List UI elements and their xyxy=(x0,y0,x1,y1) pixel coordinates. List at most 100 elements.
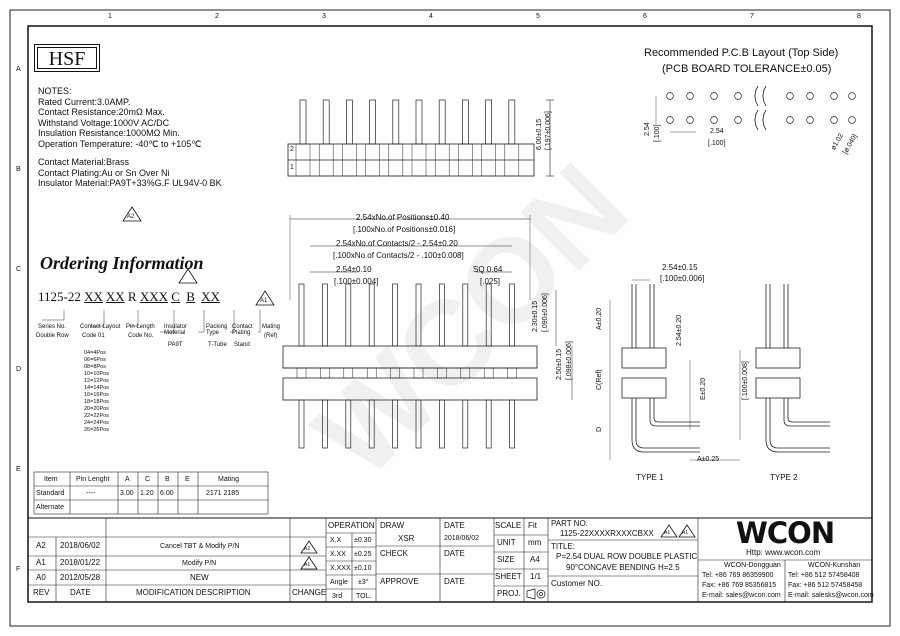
pcb-hole xyxy=(686,92,694,100)
sheet-label: SHEET xyxy=(495,572,522,581)
rev-row-rev: A1 xyxy=(36,558,46,567)
frame-col-label: 1 xyxy=(108,13,112,20)
front-view-pin-tail xyxy=(322,399,328,449)
note-line: Insulation Resistance:1000MΩ Min. xyxy=(38,128,180,138)
front-view-pin-gap xyxy=(343,367,354,379)
title-label: TITLE: xyxy=(551,542,576,551)
dim-table-cell: 3.00 xyxy=(120,490,134,497)
front-view-pin-gap xyxy=(366,367,377,379)
pcb-hole xyxy=(830,92,838,100)
front-view-pin xyxy=(415,283,422,347)
front-view-pin xyxy=(439,283,445,347)
front-view-pin-tail xyxy=(345,399,352,449)
front-dim-sq-in: [.025] xyxy=(480,277,501,286)
front-dim-contacts-in: [.100xNo.of Contacts/2 - .100±0.008] xyxy=(333,251,464,260)
top-view-pin xyxy=(346,99,353,145)
ordering-label-sub: Code 01 xyxy=(82,333,105,339)
pcb-dim-pitch: 2.54 xyxy=(710,128,724,135)
rev-header-date: DATE xyxy=(70,588,91,597)
pcb-break-mark xyxy=(754,109,767,131)
frame-col-label: 4 xyxy=(429,13,433,20)
frame-row-label: B xyxy=(16,166,21,173)
front-view-pin xyxy=(345,283,352,347)
rev-header-desc: MODIFICATION DESCRIPTION xyxy=(136,588,251,597)
pcb-dim-pitch-in: [.100] xyxy=(708,140,726,147)
draw-name: XSR xyxy=(398,534,415,543)
front-view-pin-gap xyxy=(437,367,447,379)
top-view-pin xyxy=(322,99,330,145)
rev-triangle-icon xyxy=(122,206,142,222)
ordering-label: Contact Plating xyxy=(232,324,253,336)
pcb-hole xyxy=(786,92,794,100)
tolerance-key: X.XXX xyxy=(330,565,351,572)
ordering-label: Mating xyxy=(262,324,281,330)
front-view-pin xyxy=(298,283,305,347)
top-view-pin-slot xyxy=(481,143,496,177)
dim-table-cell: Alternate xyxy=(36,504,65,511)
side-dim-pitch-in: [.100±0.006] xyxy=(660,274,705,283)
position-item: 20=20Pos xyxy=(84,406,109,412)
dg-tel: Tel: +86 769 86359900 xyxy=(702,572,774,579)
notes-heading: NOTES: xyxy=(38,86,72,96)
pcb-hole xyxy=(786,116,794,124)
top-view-pin xyxy=(485,99,492,145)
pcb-hole xyxy=(848,116,856,124)
front-view-pin xyxy=(368,283,375,347)
hsf-badge-inner: HSF xyxy=(37,47,97,70)
ordering-leader-lines xyxy=(42,310,261,333)
front-dim-total-in: [.100xNo.of Positions±0.016] xyxy=(353,225,456,234)
top-view-pin xyxy=(438,99,446,145)
tolerance-key: X.XX xyxy=(330,551,346,558)
position-item: 12=12Pos xyxy=(84,378,109,384)
tolerance-footer: 3rd xyxy=(332,593,343,600)
wcon-logo: WCON xyxy=(724,518,846,548)
front-view-pin xyxy=(485,283,492,347)
frame-row-label: F xyxy=(16,566,21,573)
side-view-type1 xyxy=(609,284,741,461)
front-view-pin-gap xyxy=(483,367,494,379)
tolerance-val: ±0.30 xyxy=(354,537,372,544)
title-block-grid xyxy=(28,518,872,603)
top-view-row-2: 2 xyxy=(290,146,294,153)
rev-row-desc: Cancel TBT & Modify P/N xyxy=(160,543,240,550)
side-e-label: E±0.20 xyxy=(700,377,707,400)
rev-row-desc: Modify P/N xyxy=(182,560,217,567)
sheet-value: 1/1 xyxy=(530,572,542,581)
front-view-pin-tail xyxy=(392,399,398,449)
top-view-pin xyxy=(415,99,423,145)
tolerance-footer: TOL. xyxy=(356,593,372,600)
frame-row-label: D xyxy=(16,366,22,373)
date-value: 2018/06/02 xyxy=(444,535,480,542)
ordering-rev-label: A1 xyxy=(260,298,268,304)
front-view-pin-gap xyxy=(413,367,424,379)
scale-label: SCALE xyxy=(495,521,522,530)
customer-no-label: Customer NO. xyxy=(551,579,603,588)
ks-tel: Tel: +86 512 57458408 xyxy=(788,572,860,579)
scale-value: Fit xyxy=(528,521,537,530)
position-item: 22=22Pos xyxy=(84,413,109,419)
dim-table-cell: 6.00 xyxy=(160,490,174,497)
unit-value: mm xyxy=(528,538,542,547)
dim-table-cell: ---- xyxy=(86,490,96,497)
side-e-label-in: [.100±0.008] xyxy=(742,361,749,400)
ks-fax: Fax: +86 512 57458458 xyxy=(788,582,863,589)
dg-fax: Fax: +86 769 85356815 xyxy=(702,582,777,589)
position-list: 04=4Pos 06=6Pos 08=8Pos 10=10Pos 12=12Po… xyxy=(84,350,109,434)
pcb-break-mark xyxy=(754,85,767,107)
front-view-pin xyxy=(509,283,515,347)
pcb-hole xyxy=(806,92,814,100)
front-view-pin-tail xyxy=(298,399,305,449)
dim-table-header: B xyxy=(165,476,170,483)
part-no-triangle-label: A1 xyxy=(682,530,689,536)
top-view-dim-h: 6.00±0.15 xyxy=(536,118,543,150)
code-part: C xyxy=(171,289,180,304)
front-dim-total: 2.54xNo.of Positions±0.40 xyxy=(356,213,450,222)
code-part: XXX xyxy=(139,289,169,304)
code-prefix: 1125-22 xyxy=(38,289,81,304)
pcb-hole xyxy=(848,92,856,100)
top-view-pin xyxy=(392,99,400,145)
ordering-label-sub: Stand xyxy=(234,342,250,348)
top-view-drawing xyxy=(287,99,554,177)
top-view-row-1: 1 xyxy=(290,164,294,171)
